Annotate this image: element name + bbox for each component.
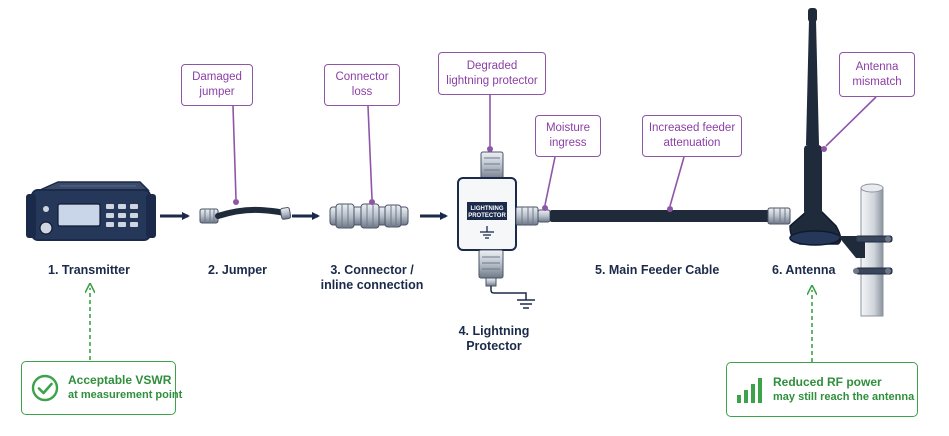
callout-moisture-ingress-line1: Moisture xyxy=(545,122,591,134)
callout-antenna-mismatch-line2: mismatch xyxy=(852,75,902,88)
vswr-line1: Acceptable VSWR xyxy=(68,373,172,387)
callout-degraded-protector-line1: Degraded xyxy=(466,59,518,72)
transmitter-label: 1. Transmitter xyxy=(48,263,130,277)
rf-power-line1: Reduced RF power xyxy=(773,375,882,389)
jumper-icon xyxy=(199,206,292,224)
vswr-status-box: Acceptable VSWR at measurement point xyxy=(21,361,182,415)
callout-moisture-ingress: Moisture ingress xyxy=(535,115,601,157)
callout-connector-loss-line2: loss xyxy=(351,86,373,98)
lightning-label-line1: 4. Lightning xyxy=(458,324,530,338)
callout-connector-loss: Connector loss xyxy=(324,64,400,106)
connector-icon xyxy=(329,203,409,229)
lightning-protector-icon: LIGHTNING PROTECTOR xyxy=(457,151,551,309)
connector-label: 3. Connector / inline connection xyxy=(310,263,434,293)
lightning-protector-label: 4. Lightning Protector xyxy=(446,324,542,354)
connector-label-line2: inline connection xyxy=(320,278,424,292)
leader-damaged-jumper xyxy=(232,105,237,200)
callout-damaged-jumper-line1: Damaged xyxy=(192,71,242,83)
protector-text-line2: PROTECTOR xyxy=(468,213,506,219)
rf-power-line2: may still reach the antenna xyxy=(773,391,915,403)
callout-antenna-mismatch: Antenna mismatch xyxy=(839,52,915,97)
callout-feeder-attenuation: Increased feeder attenuation xyxy=(642,115,742,157)
signal-bars-icon xyxy=(737,378,762,403)
callout-connector-loss-line1: Connector xyxy=(335,71,389,83)
callout-antenna-mismatch-line1: Antenna xyxy=(855,60,899,73)
feeder-label: 5. Main Feeder Cable xyxy=(595,263,720,277)
callout-feeder-attenuation-line2: attenuation xyxy=(663,137,721,149)
connector-label-line1: 3. Connector / xyxy=(330,263,414,277)
callout-moisture-ingress-line2: ingress xyxy=(549,137,587,149)
callout-damaged-jumper: Damaged jumper xyxy=(181,64,253,106)
vswr-line2: at measurement point xyxy=(68,389,183,401)
antenna-icon xyxy=(767,8,893,317)
check-circle-icon xyxy=(31,374,59,402)
callout-degraded-protector-line2: lightning protector xyxy=(446,74,538,87)
leader-feeder-attenuation xyxy=(669,156,685,207)
leader-antenna-mismatch xyxy=(825,96,877,147)
callout-damaged-jumper-line2: jumper xyxy=(199,86,235,98)
protector-text-line1: LIGHTNING xyxy=(471,206,504,212)
callout-feeder-attenuation-line1: Increased feeder xyxy=(648,122,736,134)
callout-degraded-protector: Degraded lightning protector xyxy=(438,52,546,95)
jumper-label: 2. Jumper xyxy=(208,263,268,277)
feeder-cable xyxy=(550,210,770,222)
transmitter-icon xyxy=(26,181,156,241)
leader-moisture-ingress xyxy=(544,156,556,206)
lightning-label-line2: Protector xyxy=(466,339,522,353)
antenna-label: 6. Antenna xyxy=(772,263,836,277)
leader-connector-loss xyxy=(367,105,373,200)
rf-power-status-box: Reduced RF power may still reach the ant… xyxy=(726,362,918,417)
